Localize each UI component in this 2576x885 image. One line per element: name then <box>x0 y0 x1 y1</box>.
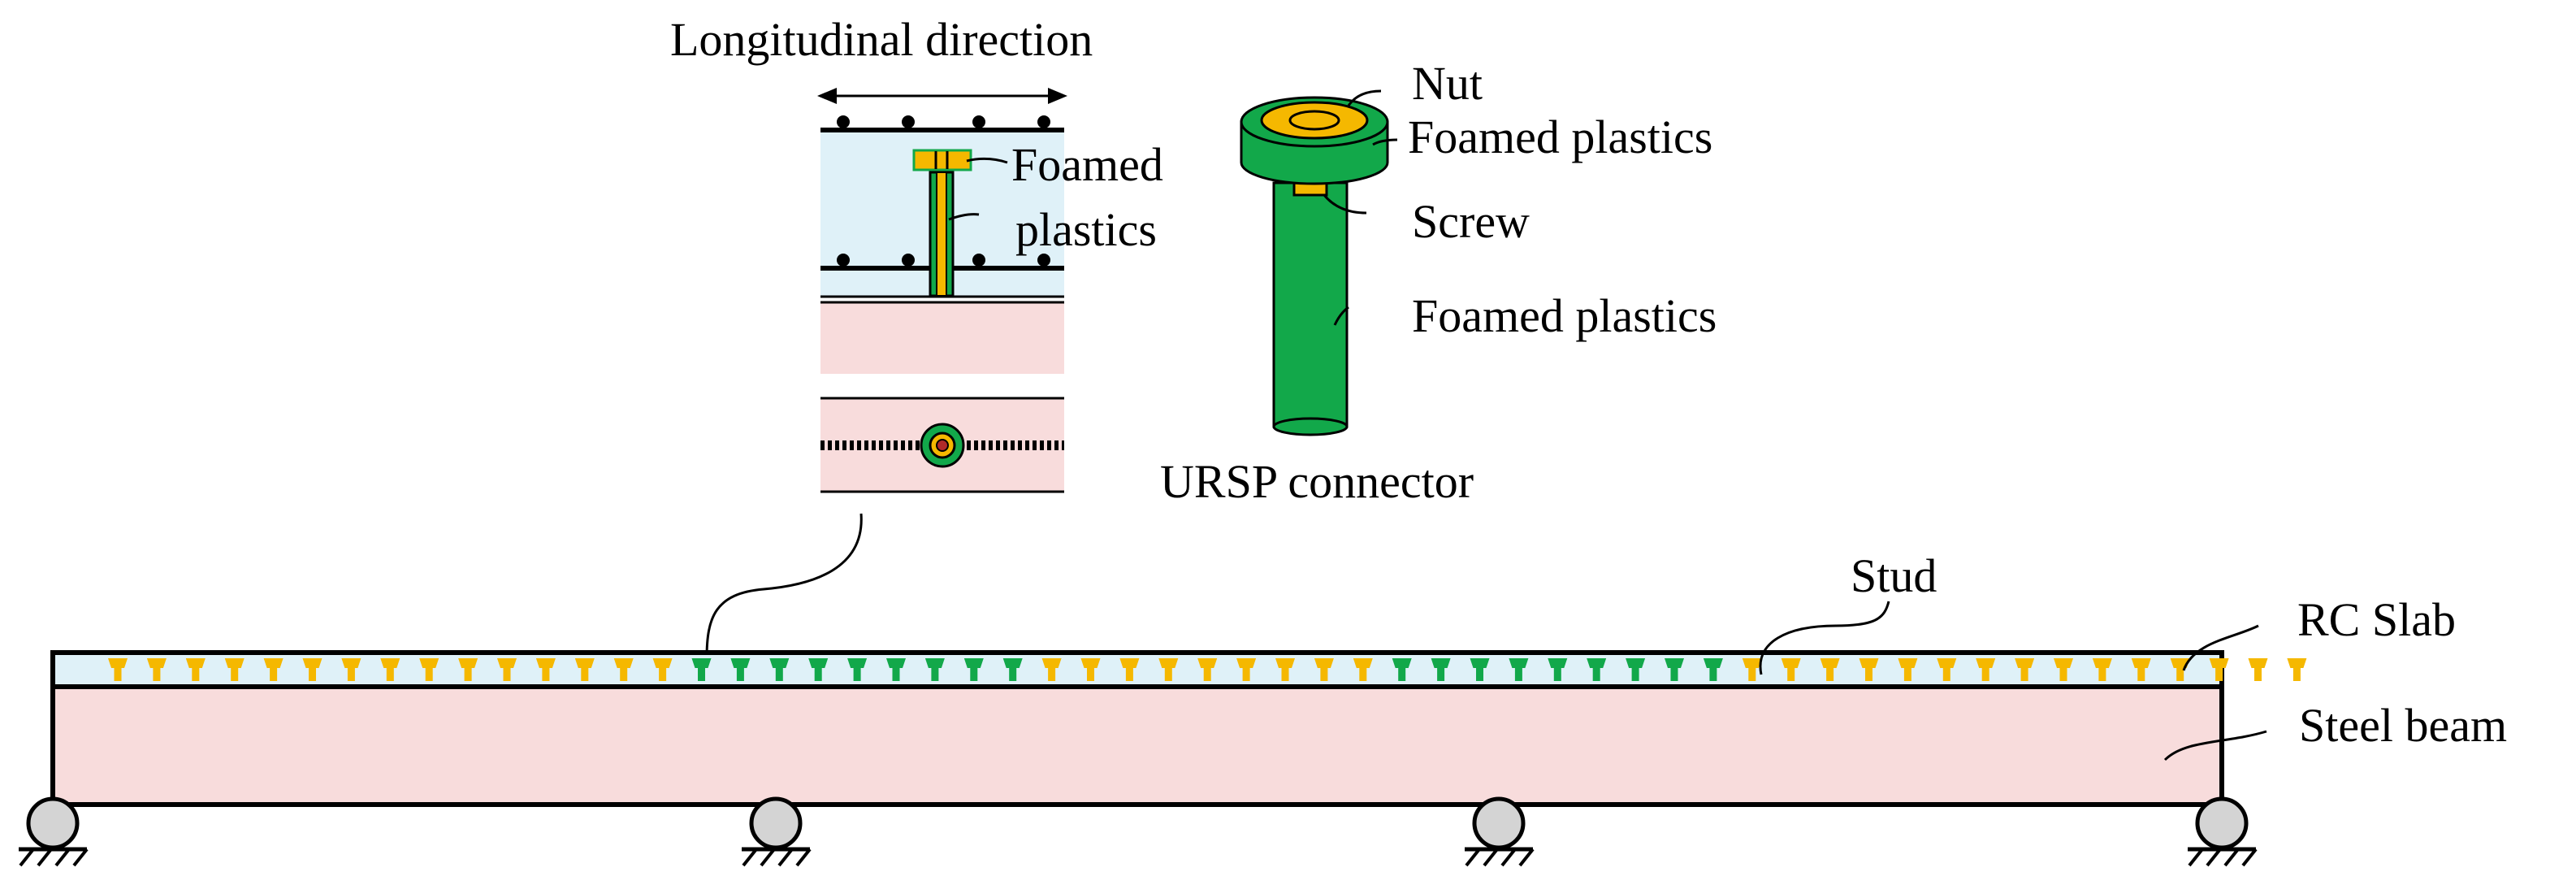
stud-connector <box>1353 658 1373 681</box>
roller-support <box>19 796 89 867</box>
detail-plan-connector <box>920 423 965 468</box>
stud-connector <box>2131 658 2151 681</box>
roller-support <box>2188 796 2258 867</box>
stud-connector <box>2015 658 2035 681</box>
label-rc-slab: RC Slab <box>2297 593 2456 646</box>
label-screw: Screw <box>1412 195 1530 248</box>
stud-connector <box>1820 658 1840 681</box>
stud-connector <box>2248 658 2268 681</box>
stud-connector <box>1937 658 1957 681</box>
label-ursp-connector: URSP connector <box>1160 455 1474 508</box>
ursp-connector <box>1703 658 1723 681</box>
detail-leader <box>705 513 863 659</box>
supports <box>19 796 2258 867</box>
leader-stud <box>1759 601 1890 675</box>
detail-beam-top <box>820 302 1064 374</box>
label-foamed-detail-line1: Foamed <box>1011 138 1163 191</box>
stud-connector <box>1275 658 1295 681</box>
ursp-connector-3d <box>1240 89 1398 436</box>
stud-connector <box>574 658 595 681</box>
ursp-connector <box>1392 658 1412 681</box>
stud-connector <box>1781 658 1801 681</box>
label-steel-beam: Steel beam <box>2299 699 2507 752</box>
stud-connector <box>1898 658 1918 681</box>
leader-foamed-detail-2 <box>948 213 980 221</box>
roller-support <box>1465 796 1535 867</box>
label-longitudinal-direction: Longitudinal direction <box>670 13 1093 66</box>
stud-connector <box>1197 658 1218 681</box>
stud-connector <box>2287 658 2307 681</box>
composite-beam <box>50 650 2307 807</box>
label-foamed-plastics-body: Foamed plastics <box>1412 289 1717 342</box>
stud-connector <box>185 658 206 681</box>
stud-connector <box>613 658 634 681</box>
stud-connector <box>497 658 517 681</box>
stud-connector <box>302 658 323 681</box>
ursp-connector <box>1626 658 1646 681</box>
stud-connector <box>2054 658 2073 681</box>
detail-ursp-connector <box>912 149 972 297</box>
stud-connector <box>1859 658 1879 681</box>
ursp-connector <box>847 658 868 681</box>
stud-connector <box>1742 658 1762 681</box>
stud-connector <box>1158 658 1179 681</box>
stud-connector <box>2209 658 2229 681</box>
ursp-connector <box>808 658 829 681</box>
ursp-connector <box>730 658 751 681</box>
leader-rc-slab <box>2182 624 2259 671</box>
ursp-connector <box>886 658 906 681</box>
label-stud: Stud <box>1851 549 1937 602</box>
stud-connector <box>224 658 245 681</box>
ursp-connector <box>1002 658 1023 681</box>
ursp-connector <box>1548 658 1568 681</box>
section-detail: Longitudinal direction Foamed plastics <box>670 13 1163 493</box>
leader-foamed-detail-1 <box>966 157 1008 164</box>
stud-connector <box>146 658 167 681</box>
stud-connector <box>652 658 673 681</box>
ursp-connector <box>769 658 790 681</box>
longitudinal-arrow <box>817 88 1067 104</box>
ursp-connector <box>1431 658 1451 681</box>
detail-rebar-dots <box>837 115 1050 267</box>
label-foamed-plastics-top: Foamed plastics <box>1408 111 1712 163</box>
stud-connector <box>2092 658 2112 681</box>
ursp-connector <box>691 658 712 681</box>
ursp-connector <box>924 658 945 681</box>
ursp-connector <box>1470 658 1490 681</box>
ursp-connector <box>1587 658 1607 681</box>
stud-connector <box>108 658 128 681</box>
leader-steel-beam <box>2163 730 2267 761</box>
ursp-connector <box>1509 658 1529 681</box>
stud-connector <box>419 658 439 681</box>
rc-slab <box>50 650 2224 689</box>
steel-beam <box>50 684 2224 807</box>
ursp-connector <box>963 658 984 681</box>
stud-connector <box>458 658 478 681</box>
ursp-connector <box>1665 658 1684 681</box>
stud-connector <box>535 658 556 681</box>
stud-connector <box>1314 658 1334 681</box>
stud-connector <box>1236 658 1257 681</box>
stud-connector <box>380 658 400 681</box>
stud-connector <box>1041 658 1062 681</box>
stud-connector <box>263 658 284 681</box>
stud-connector <box>1119 658 1140 681</box>
label-foamed-detail-line2: plastics <box>1015 203 1157 256</box>
roller-support <box>742 796 812 867</box>
stud-connector <box>1976 658 1996 681</box>
label-nut: Nut <box>1412 57 1483 110</box>
stud-connector <box>341 658 362 681</box>
stud-connector <box>1080 658 1101 681</box>
shear-connectors <box>108 658 2307 681</box>
